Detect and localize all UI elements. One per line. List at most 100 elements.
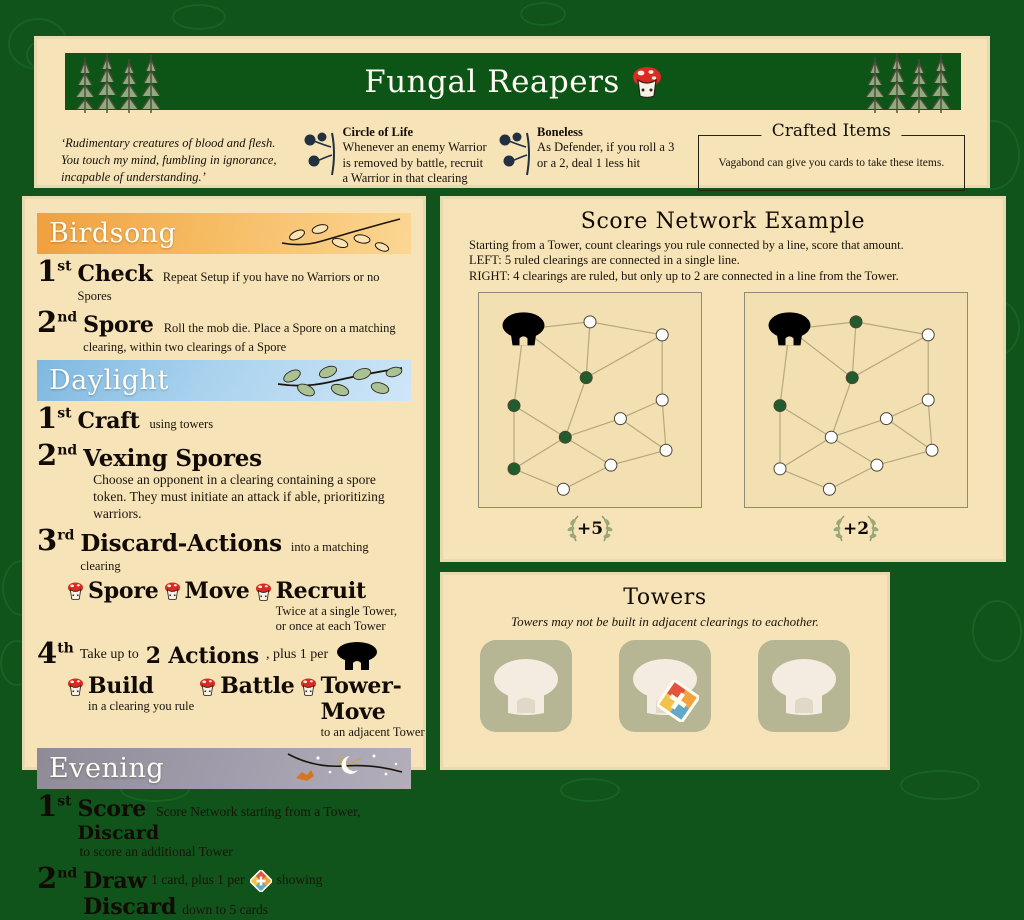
fourth-lead: Take up to [79, 647, 139, 663]
phase-banner-evening: Evening [37, 747, 411, 789]
network-graph [768, 312, 939, 496]
step-keyword: Spore [83, 312, 154, 338]
step-note-2: to score an additional Tower [79, 843, 233, 859]
action-label: Recruit [275, 577, 367, 604]
step-daylight-4: 4th Take up to 2 Actions , plus 1 per [37, 638, 411, 671]
step-keyword: Check [77, 261, 153, 287]
step-keyword: Discard-Actions [80, 529, 282, 557]
network-edge [661, 399, 667, 451]
step-ordinal: 4th [37, 636, 74, 671]
mushroom-icon [200, 678, 216, 696]
ruled-clearing-node [845, 370, 859, 384]
ruled-clearing-node [507, 462, 521, 476]
left-diagram [478, 291, 702, 508]
score-desc-line: Starting from a Tower, count clearings y… [469, 238, 904, 252]
mushroom-icon [632, 66, 661, 98]
clearing-node [556, 482, 570, 496]
tower-tile[interactable] [757, 640, 850, 732]
action-recruit[interactable]: Recruit Twice at a single Tower, or once… [255, 578, 404, 634]
clearing-node [655, 328, 669, 342]
ruled-clearing-node [579, 370, 593, 384]
network-edge [779, 468, 830, 490]
network-edge [855, 321, 929, 336]
step-keyword-2: Discard [83, 893, 177, 920]
network-edge [779, 404, 832, 438]
network-edge [779, 436, 832, 470]
network-edge [513, 436, 566, 470]
action-move[interactable]: Move [164, 578, 250, 604]
right-diagram [744, 291, 968, 508]
clearing-node [870, 458, 884, 472]
step-note: Repeat Setup if you have no Warriors or … [77, 270, 380, 303]
score-badge-left: +5 [562, 514, 618, 544]
network-edge [830, 436, 878, 466]
network-edge [876, 449, 933, 466]
clearing-node [921, 328, 935, 342]
towers-subtitle: Towers may not be built in adjacent clea… [511, 614, 819, 629]
network-edge [563, 464, 612, 490]
diagram-right-wrap: +2 [744, 291, 968, 544]
phase-banner-daylight: Daylight [37, 360, 411, 401]
card-suit-icon [656, 680, 699, 722]
network-edge [886, 399, 929, 419]
network-edge [620, 399, 663, 419]
tower-tile[interactable] [480, 640, 573, 732]
tower-mushroom-icon [337, 641, 378, 670]
action-label: Tower-Move [320, 672, 402, 725]
ruled-clearing-node [773, 398, 787, 412]
step-keyword: Craft [77, 408, 140, 434]
clearing-node [921, 393, 935, 407]
tower-node [502, 312, 545, 346]
laurel-wreath-icon [833, 515, 879, 542]
score-network-panel: Score Network Example Starting from a To… [440, 196, 1006, 562]
leafy-branch-decor-icon [277, 365, 403, 397]
card-suit-icon [249, 869, 272, 892]
crafted-items-text: Vagabond can give you cards to take thes… [718, 157, 945, 169]
network-edge [829, 464, 878, 490]
clearing-node [824, 430, 838, 444]
network-edge [620, 417, 667, 451]
page-title: Fungal Reapers [364, 63, 620, 100]
crafted-items-title: Crafted Items [761, 121, 901, 141]
network-edge [513, 468, 564, 490]
tower-tiles [457, 640, 873, 732]
step-daylight-3: 3rd Discard-Actions into a matching clea… [37, 525, 411, 575]
step-note: 1 card, plus 1 per [151, 872, 245, 888]
ruled-clearing-node [849, 315, 863, 329]
step-note: Score Network starting from a Tower, [156, 803, 361, 819]
action-spore[interactable]: Spore [67, 578, 159, 604]
mushroom-icon [300, 678, 316, 696]
step-ordinal: 2nd [37, 438, 78, 472]
daylight-actions-row-1: Spore Move Recruit Twice at a sin [37, 578, 411, 634]
tower-tile-with-card[interactable] [618, 640, 711, 732]
action-battle[interactable]: Battle [199, 673, 295, 699]
leaf-blob-icon [520, 2, 566, 26]
step-evening-1: 1st Score Score Network starting from a … [37, 791, 411, 861]
step-evening-2: 2nd Draw 1 card, plus 1 per showing [37, 863, 411, 920]
network-edge [565, 417, 621, 438]
night-branch-decor-icon [287, 752, 403, 781]
step-note-3: down to 5 cards [182, 901, 269, 917]
action-tower-move[interactable]: Tower-Move to an adjacent Tower [300, 673, 425, 740]
tower-icon [494, 659, 559, 715]
mushroom-icon [67, 582, 84, 601]
clearing-node [773, 462, 787, 476]
step-strong-tail: Discard [77, 821, 160, 844]
network-edge [513, 404, 566, 438]
fourth-tail: , plus 1 per [265, 647, 329, 663]
network-edge [610, 449, 667, 466]
crafted-items-box: Crafted Items Vagabond can give you card… [697, 121, 966, 191]
action-label: Build [88, 672, 154, 699]
phase-label-birdsong: Birdsong [49, 218, 177, 249]
ability-boneless: Boneless As Defender, if you roll a 3 or… [497, 119, 682, 177]
flavor-quote: ‘Rudimentary creatures of blood and fles… [61, 136, 277, 184]
network-edge [831, 417, 887, 438]
step-keyword: Score [77, 795, 147, 822]
header-panel: Fungal Reapers ‘Rudimentary creatures [34, 36, 990, 191]
tower-node [768, 312, 811, 346]
mushroom-icon [164, 582, 180, 601]
action-build[interactable]: Build in a clearing you rule [67, 673, 194, 714]
step-ordinal: 1st [37, 254, 72, 288]
clearing-node [879, 411, 893, 425]
network-edge [851, 321, 857, 378]
